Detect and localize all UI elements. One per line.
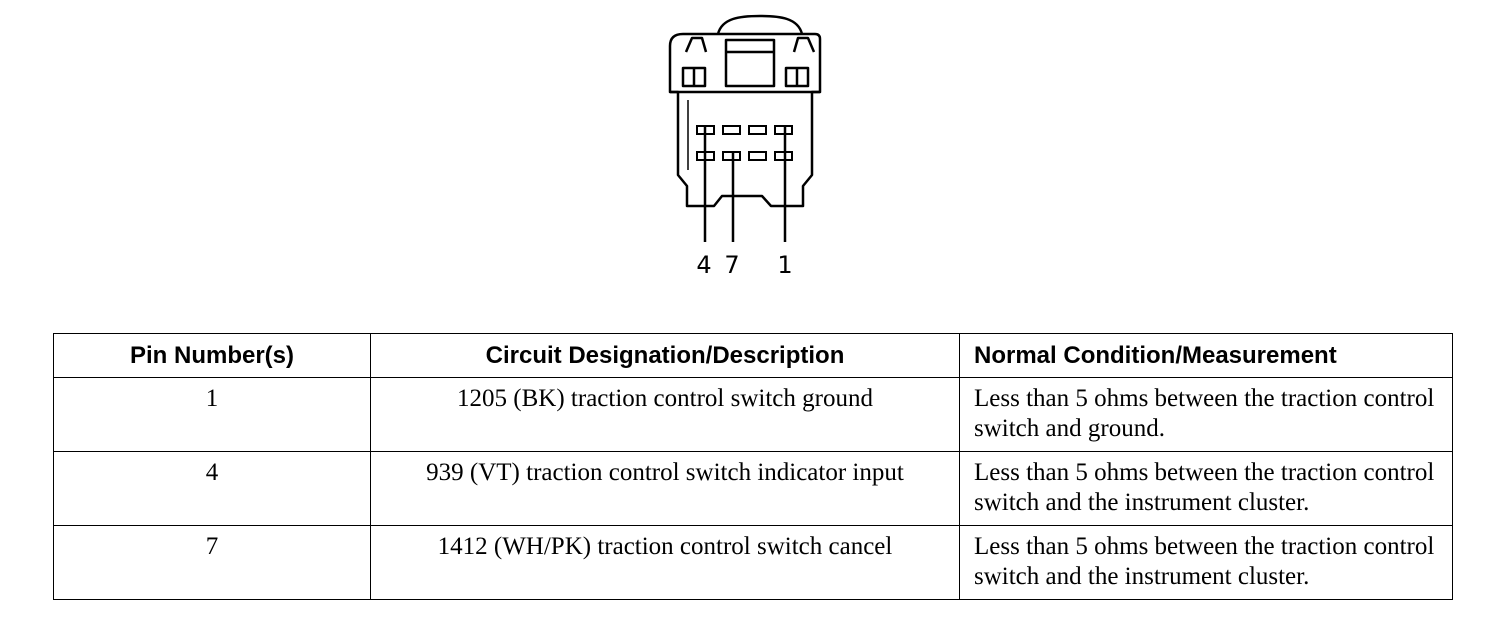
header-normal-condition: Normal Condition/Measurement: [959, 333, 1453, 378]
pin-number-cell: 1: [53, 377, 371, 452]
circuit-description-cell: 1205 (BK) traction control switch ground: [370, 377, 960, 452]
pin-callout-7: 7: [724, 251, 739, 279]
circuit-description-cell: 939 (VT) traction control switch indicat…: [370, 451, 960, 526]
pin-cavity-top-2: [722, 125, 741, 135]
pin-number-cell: 4: [53, 451, 371, 526]
connector-face-diagram: 4 7 1: [668, 14, 822, 279]
pin-leader-lines: [703, 126, 787, 242]
measurement-cell: Less than 5 ohms between the traction co…: [959, 525, 1453, 600]
pin-cavity-bottom-4: [774, 151, 793, 161]
header-circuit-designation: Circuit Designation/Description: [370, 333, 960, 378]
pin-callout-4: 4: [696, 251, 711, 279]
pin-cavity-bottom-3: [748, 151, 767, 161]
pin-cavities: [696, 125, 793, 161]
header-pin-numbers: Pin Number(s): [53, 333, 371, 378]
table-header-row: Pin Number(s) Circuit Designation/Descri…: [53, 333, 1453, 378]
circuit-description-cell: 1412 (WH/PK) traction control switch can…: [370, 525, 960, 600]
pin-cavity-top-3: [748, 125, 767, 135]
pin-measurement-table: Pin Number(s) Circuit Designation/Descri…: [53, 333, 1453, 600]
pin-number-cell: 7: [53, 525, 371, 600]
table-row: 7 1412 (WH/PK) traction control switch c…: [53, 525, 1453, 600]
measurement-cell: Less than 5 ohms between the traction co…: [959, 451, 1453, 526]
pin-callout-1: 1: [777, 251, 792, 279]
connector-body: [668, 14, 822, 208]
measurement-cell: Less than 5 ohms between the traction co…: [959, 377, 1453, 452]
table-row: 1 1205 (BK) traction control switch grou…: [53, 377, 1453, 452]
pin-cavity-bottom-2: [722, 151, 741, 161]
pin-cavity-top-4: [774, 125, 793, 135]
table-row: 4 939 (VT) traction control switch indic…: [53, 451, 1453, 526]
